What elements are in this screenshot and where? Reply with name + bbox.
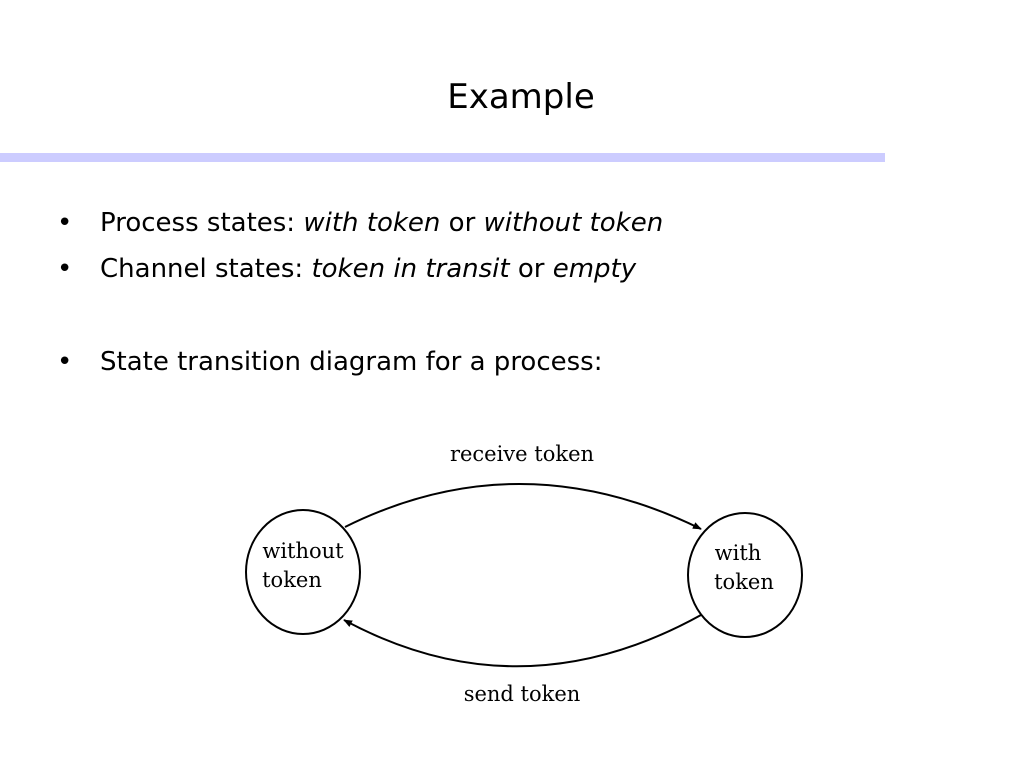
bullet-text: Channel states: token in transit or empt… bbox=[100, 254, 636, 284]
slide-title: Example bbox=[447, 77, 595, 117]
state-without-token: without token bbox=[245, 509, 361, 635]
bullet-icon: • bbox=[57, 347, 73, 377]
transition-arrow bbox=[344, 483, 702, 530]
state-label-line2: token bbox=[262, 568, 322, 592]
bullet-italic-term: with token bbox=[303, 208, 441, 238]
title-divider bbox=[0, 153, 885, 162]
bullet-icon: • bbox=[57, 254, 73, 284]
bullet-icon: • bbox=[57, 208, 73, 238]
transition-send-token: send token bbox=[343, 614, 702, 706]
bullet-prefix: Channel states: bbox=[100, 254, 312, 284]
transition-label: send token bbox=[464, 682, 581, 706]
state-label-line2: token bbox=[714, 570, 774, 594]
state-with-token: with token bbox=[687, 512, 803, 638]
state-node-circle bbox=[687, 512, 803, 638]
bullet-italic-term: token in transit bbox=[311, 254, 510, 284]
bullet-italic-term: empty bbox=[552, 254, 637, 284]
bullet-text: State transition diagram for a process: bbox=[100, 347, 603, 377]
state-node-circle bbox=[245, 509, 361, 635]
transition-label: receive token bbox=[450, 442, 594, 466]
bullet-connector: or bbox=[509, 254, 553, 284]
transition-receive-token: receive token bbox=[344, 442, 702, 530]
state-label-line1: with bbox=[715, 541, 762, 565]
bullet-connector: or bbox=[440, 208, 484, 238]
state-label-line1: without bbox=[262, 539, 344, 563]
bullet-prefix: Process states: bbox=[100, 208, 304, 238]
transition-arrow bbox=[343, 614, 702, 668]
bullet-text: Process states: with token or without to… bbox=[100, 208, 663, 238]
bullet-italic-term: without token bbox=[483, 208, 664, 238]
